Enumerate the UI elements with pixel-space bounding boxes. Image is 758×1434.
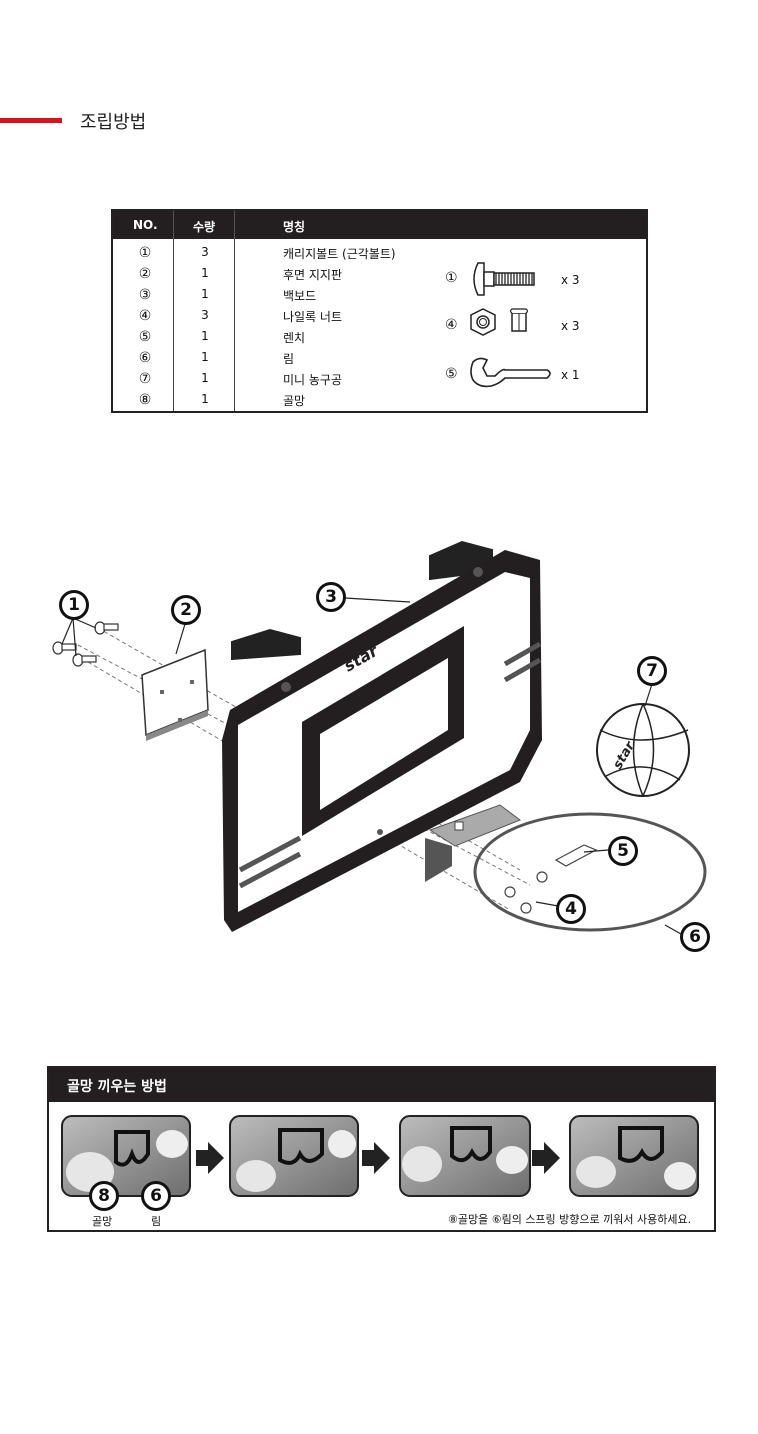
- callout-3: 3: [316, 582, 346, 612]
- part-no: ①: [138, 245, 152, 261]
- table-row: ⑤ 1 렌치: [113, 329, 413, 350]
- part-name: 백보드: [283, 289, 317, 303]
- net-guide-header: 골망 끼우는 방법: [49, 1068, 714, 1102]
- header-divider: [234, 211, 235, 239]
- table-row: ⑧ 1 골망: [113, 392, 413, 413]
- part-qty: 1: [201, 287, 209, 301]
- hardware-count: x 3: [561, 319, 580, 333]
- part-name: 나일록 너트: [283, 310, 343, 324]
- header-no: NO.: [133, 218, 158, 232]
- net-instruction: ⑧골망을 ⑥림의 스프링 방향으로 끼워서 사용하세요.: [448, 1213, 692, 1226]
- callout-1: 1: [59, 590, 89, 620]
- table-row: ③ 1 백보드: [113, 287, 413, 308]
- hardware-count: x 1: [561, 368, 580, 382]
- part-qty: 3: [201, 245, 209, 259]
- caption-net: 골망: [92, 1215, 113, 1228]
- carriage-bolt-icon: [473, 262, 535, 296]
- callout-5: 5: [608, 836, 638, 866]
- backboard-hook: [231, 628, 301, 660]
- hardware-count: x 3: [561, 273, 580, 287]
- step-arrow-3: [532, 1142, 560, 1174]
- callout-2: 2: [171, 595, 201, 625]
- section-title: 조립방법: [80, 112, 147, 133]
- column-divider: [234, 239, 235, 411]
- net-install-steps: [61, 1115, 699, 1197]
- rim-bracket: [425, 804, 522, 882]
- backboard: [222, 550, 542, 932]
- table-row: ② 1 후면 지지판: [113, 266, 413, 287]
- nylock-nuts: [504, 871, 548, 914]
- accent-bar: [0, 118, 62, 123]
- callout-6: 6: [680, 922, 710, 952]
- net-guide-title: 골망 끼우는 방법: [67, 1079, 167, 1095]
- wrench: [554, 844, 598, 867]
- net-install-guide: 골망 끼우는 방법: [47, 1066, 716, 1232]
- nylock-nut-icon: [470, 308, 529, 336]
- part-no: ②: [138, 266, 152, 282]
- header-qty: 수량: [193, 220, 216, 234]
- table-row: ⑦ 1 미니 농구공: [113, 371, 413, 392]
- column-divider: [173, 239, 174, 411]
- table-row: ① 3 캐리지볼트 (근각볼트): [113, 245, 413, 266]
- part-no: ⑤: [138, 329, 152, 345]
- callout-net: 8: [89, 1181, 119, 1211]
- table-row: ④ 3 나일록 너트: [113, 308, 413, 329]
- carriage-bolts: [52, 621, 119, 667]
- part-no: ⑦: [138, 371, 152, 387]
- step-3-photo: [399, 1115, 531, 1197]
- step-arrow-2: [362, 1142, 390, 1174]
- part-no: ③: [138, 287, 152, 303]
- parts-table-header: NO. 수량 명칭: [113, 211, 646, 239]
- header-name: 명칭: [283, 220, 306, 234]
- step-4-photo: [569, 1115, 699, 1197]
- step-1-photo: [61, 1115, 191, 1197]
- step-arrow-1: [196, 1142, 224, 1174]
- part-qty: 1: [201, 329, 209, 343]
- part-qty: 1: [201, 350, 209, 364]
- callout-7: 7: [637, 656, 667, 686]
- part-name: 미니 농구공: [283, 373, 343, 387]
- wrench-icon: [470, 357, 551, 388]
- part-name: 캐리지볼트 (근각볼트): [283, 247, 396, 261]
- part-qty: 1: [201, 266, 209, 280]
- part-no: ⑥: [138, 350, 152, 366]
- hardware-no: ①: [445, 270, 458, 286]
- callout-rim: 6: [141, 1181, 171, 1211]
- part-no: ⑧: [138, 392, 152, 408]
- assembly-diagram: star star: [52, 540, 707, 935]
- table-row: ⑥ 1 림: [113, 350, 413, 371]
- part-name: 림: [283, 352, 295, 366]
- callout-4: 4: [556, 894, 586, 924]
- step-2-photo: [229, 1115, 359, 1197]
- parts-table: NO. 수량 명칭 ① 3 캐리지볼트 (근각볼트) ② 1 후면 지지판 ③ …: [111, 209, 648, 413]
- part-no: ④: [138, 308, 152, 324]
- rim: [473, 812, 707, 932]
- part-name: 렌치: [283, 331, 306, 345]
- part-qty: 1: [201, 392, 209, 406]
- header-divider: [173, 211, 174, 239]
- part-name: 후면 지지판: [283, 268, 343, 282]
- part-qty: 3: [201, 308, 209, 322]
- rear-support-plate: [141, 648, 209, 741]
- part-qty: 1: [201, 371, 209, 385]
- part-name: 골망: [283, 394, 306, 408]
- mini-basketball: star: [596, 703, 690, 797]
- caption-rim: 림: [151, 1215, 162, 1228]
- hardware-no: ④: [445, 317, 458, 333]
- hardware-no: ⑤: [445, 366, 458, 382]
